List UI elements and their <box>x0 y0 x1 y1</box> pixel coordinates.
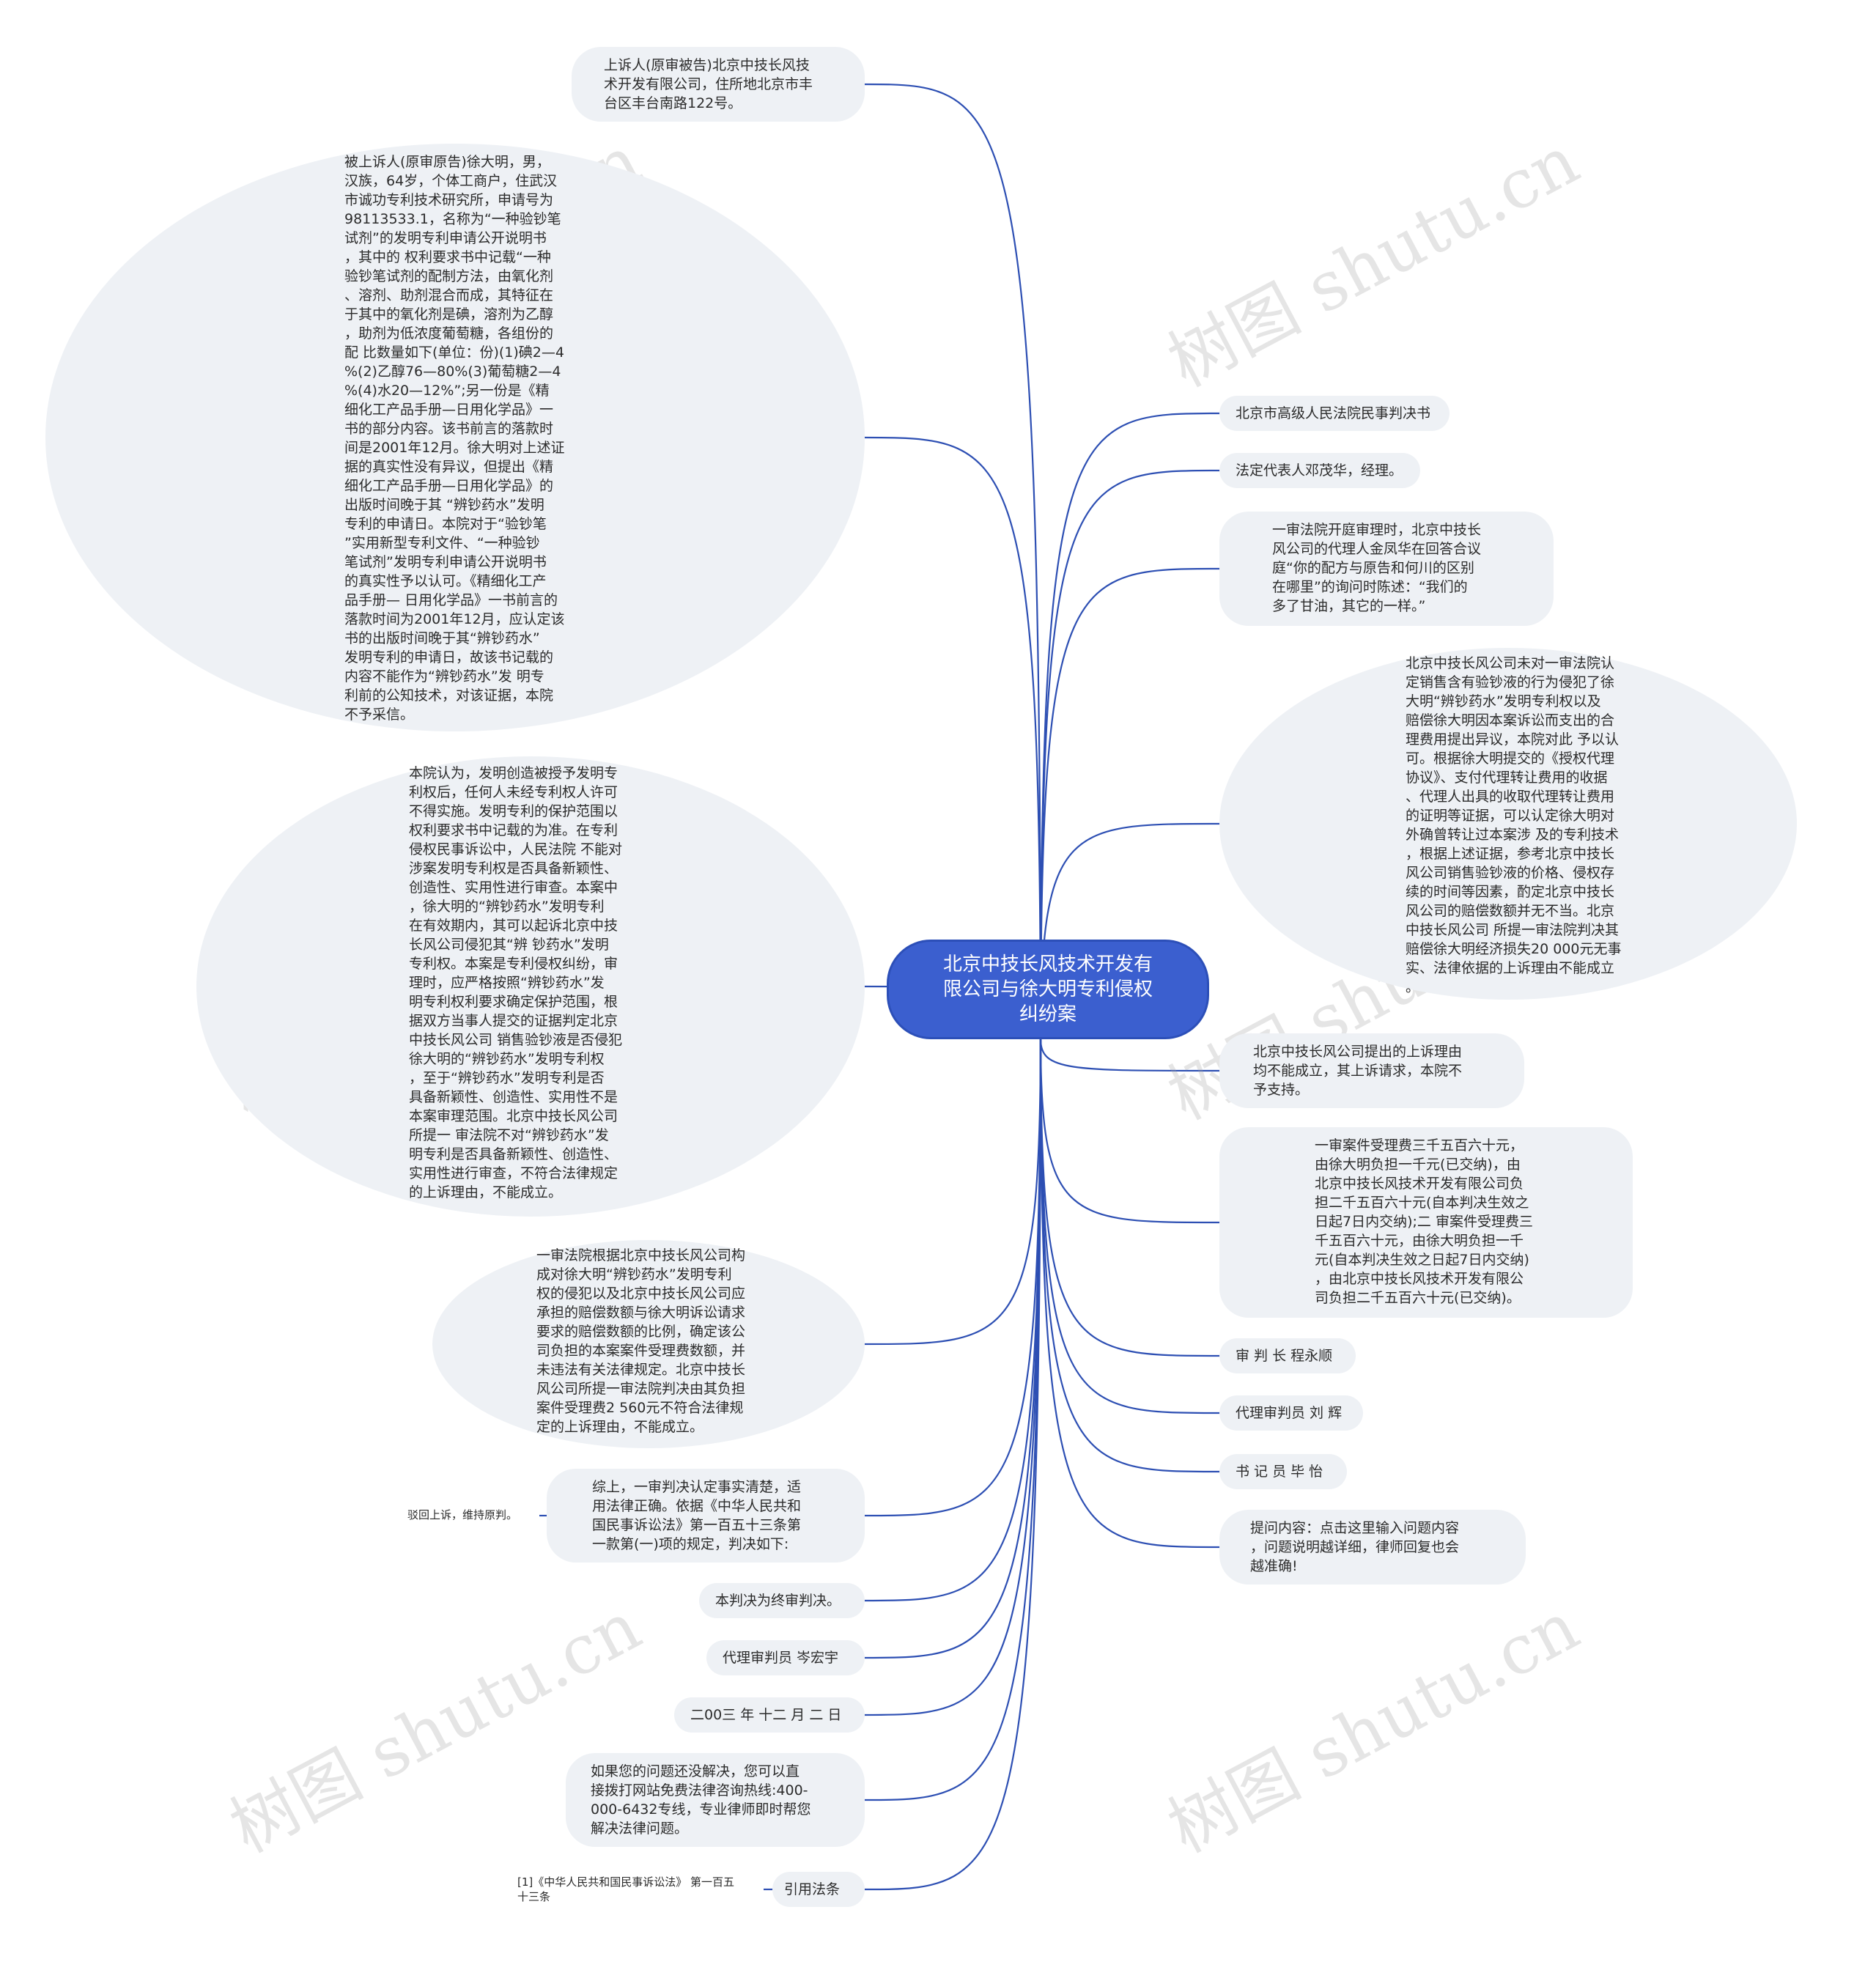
topic-acting-judge[interactable]: 代理审判员 岑宏宇 <box>706 1640 865 1675</box>
topic-label: 上诉人(原审被告)北京中技长风技 术开发有限公司，住所地北京市丰 台区丰台南路1… <box>604 57 813 111</box>
topic-label: 一审案件受理费三千五百六十元， 由徐大明负担一千元(已交纳)，由 北京中技长风技… <box>1315 1137 1533 1306</box>
topic-legal-representative[interactable]: 法定代表人邓茂华，经理。 <box>1219 453 1420 488</box>
topic-label: 书 记 员 毕 怡 <box>1236 1464 1323 1480</box>
topic-judgment-result[interactable]: 驳回上诉，维持原判。 <box>402 1504 545 1526</box>
topic-label: 北京中技长风公司提出的上诉理由 均不能成立，其上诉请求，本院不 予支持。 <box>1253 1044 1463 1098</box>
topic-court-opinion[interactable]: 本院认为，发明创造被授予发明专 利权后，任何人未经专利权人许可 不得实施。发明专… <box>196 756 865 1217</box>
topic-label: 一审法院开庭审理时，北京中技长 风公司的代理人金凤华在回答合议 庭“你的配方与原… <box>1272 522 1482 614</box>
topic-appellant[interactable]: 上诉人(原审被告)北京中技长风技 术开发有限公司，住所地北京市丰 台区丰台南路1… <box>572 47 865 122</box>
topic-label: [1]《中华人民共和国民事诉讼法》 第一百五 十三条 <box>517 1875 735 1903</box>
topic-label: 引用法条 <box>784 1881 841 1897</box>
topic-case-fees[interactable]: 一审案件受理费三千五百六十元， 由徐大明负担一千元(已交纳)，由 北京中技长风技… <box>1219 1127 1633 1318</box>
connector-L6 <box>864 1039 1042 1602</box>
topic-cited-law-item[interactable]: [1]《中华人民共和国民事诉讼法》 第一百五 十三条 <box>513 1873 769 1906</box>
topic-label: 本院认为，发明创造被授予发明专 利权后，任何人未经专利权人许可 不得实施。发明专… <box>409 765 623 1200</box>
connector-L2 <box>864 436 1042 1040</box>
topic-appeal-rejected[interactable]: 北京中技长风公司提出的上诉理由 均不能成立，其上诉请求，本院不 予支持。 <box>1219 1033 1524 1108</box>
connector-L7 <box>864 1039 1042 1659</box>
connector-R10 <box>1039 1039 1220 1549</box>
topic-clerk[interactable]: 书 记 员 毕 怡 <box>1219 1454 1347 1489</box>
topic-label: 被上诉人(原审原告)徐大明，男， 汉族，64岁，个体工商户，住武汉 市诚功专利技… <box>344 154 565 723</box>
topic-label: 一审法院根据北京中技长风公司构 成对徐大明“辨钞药水”发明专利 权的侵犯以及北京… <box>536 1247 746 1435</box>
connector-L4 <box>864 1039 1042 1346</box>
connector-R6 <box>1039 1039 1220 1224</box>
topic-hotline[interactable]: 如果您的问题还没解决，您可以直 接拨打网站免费法律咨询热线:400- 000-6… <box>566 1753 865 1847</box>
topic-label: 驳回上诉，维持原判。 <box>407 1508 518 1521</box>
topic-label: 如果您的问题还没解决，您可以直 接拨打网站免费法律咨询热线:400- 000-6… <box>591 1763 811 1837</box>
connector-L5 <box>864 1039 1042 1517</box>
connector-L8 <box>864 1039 1042 1716</box>
root-topic[interactable]: 北京中技长风技术开发有 限公司与徐大明专利侵权 纠纷案 <box>887 940 1209 1039</box>
topic-fee-ruling[interactable]: 一审法院根据北京中技长风公司构 成对徐大明“辨钞药水”发明专利 权的侵犯以及北京… <box>432 1240 865 1448</box>
topic-label: 审 判 长 程永顺 <box>1236 1348 1333 1364</box>
topic-first-instance-hearing[interactable]: 一审法院开庭审理时，北京中技长 风公司的代理人金凤华在回答合议 庭“你的配方与原… <box>1219 512 1554 626</box>
connector-L10 <box>864 1039 1042 1891</box>
topic-appellee[interactable]: 被上诉人(原审原告)徐大明，男， 汉族，64岁，个体工商户，住武汉 市诚功专利技… <box>45 144 865 731</box>
topic-damages-ruling[interactable]: 北京中技长风公司未对一审法院认 定销售含有验钞液的行为侵犯了徐 大明“辨钞药水”… <box>1219 648 1797 1000</box>
topic-label: 北京市高级人民法院民事判决书 <box>1236 405 1431 421</box>
connector-L1 <box>864 83 1042 1040</box>
topic-court-document[interactable]: 北京市高级人民法院民事判决书 <box>1219 396 1450 431</box>
topic-label: 代理审判员 刘 辉 <box>1236 1405 1343 1421</box>
topic-conclusion[interactable]: 综上，一审判决认定事实清楚，适 用法律正确。依据《中华人民共和 国民事诉讼法》第… <box>547 1469 865 1563</box>
topic-label: 本判决为终审判决。 <box>715 1593 841 1609</box>
topic-label: 综上，一审判决认定事实清楚，适 用法律正确。依据《中华人民共和 国民事诉讼法》第… <box>592 1479 802 1552</box>
topic-cited-law[interactable]: 引用法条 <box>772 1872 865 1907</box>
connector-R5 <box>1039 1039 1220 1072</box>
topic-presiding-judge[interactable]: 审 判 长 程永顺 <box>1219 1338 1356 1373</box>
root-topic-label: 北京中技长风技术开发有 限公司与徐大明专利侵权 纠纷案 <box>942 953 1153 1025</box>
topic-label: 提问内容：点击这里输入问题内容 ，问题说明越详细，律师回复也会 越准确! <box>1250 1520 1460 1574</box>
topic-label: 法定代表人邓茂华，经理。 <box>1236 462 1403 479</box>
connector-R2 <box>1039 469 1220 1040</box>
topic-date[interactable]: 二00三 年 十二 月 二 日 <box>674 1697 865 1733</box>
connector-L9 <box>864 1039 1042 1801</box>
topic-final-judgment[interactable]: 本判决为终审判决。 <box>699 1583 865 1618</box>
topic-acting-judge-liu[interactable]: 代理审判员 刘 辉 <box>1219 1395 1363 1431</box>
topic-label: 二00三 年 十二 月 二 日 <box>690 1707 842 1723</box>
topic-label: 北京中技长风公司未对一审法院认 定销售含有验钞液的行为侵犯了徐 大明“辨钞药水”… <box>1406 655 1622 995</box>
topic-label: 代理审判员 岑宏宇 <box>723 1650 839 1666</box>
topic-question-input[interactable]: 提问内容：点击这里输入问题内容 ，问题说明越详细，律师回复也会 越准确! <box>1219 1510 1526 1585</box>
connector-R3 <box>1039 567 1220 1040</box>
